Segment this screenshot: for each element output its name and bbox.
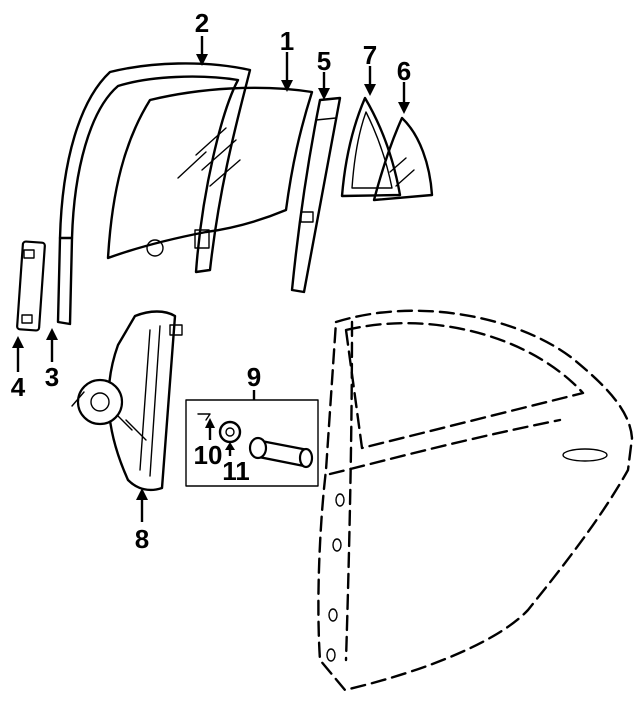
callout-5: 5	[317, 46, 331, 76]
callout-labels: 1 2 3 4 5 6 7 8 9 10 11	[11, 8, 411, 554]
quarter-glass	[372, 116, 434, 202]
guide-bracket	[16, 240, 46, 332]
callout-1: 1	[280, 26, 294, 56]
glass-run-channel	[56, 62, 252, 326]
leader-lines	[12, 36, 410, 522]
door-handle-recess	[562, 448, 608, 462]
callout-7: 7	[363, 40, 377, 70]
quarter-glass-frame	[340, 96, 402, 198]
rear-door-shell	[317, 309, 634, 692]
callout-10: 10	[194, 440, 223, 470]
callout-9: 9	[247, 362, 261, 392]
handle-kit-box	[185, 399, 319, 487]
callout-8: 8	[135, 524, 149, 554]
regulator-motor	[76, 378, 124, 426]
window-regulator	[71, 310, 183, 492]
callout-3: 3	[45, 362, 59, 392]
center-sash-channel	[290, 96, 342, 294]
door-glass	[106, 86, 314, 260]
callout-2: 2	[195, 8, 209, 38]
callout-4: 4	[11, 372, 26, 402]
callout-11: 11	[222, 456, 250, 486]
callout-6: 6	[397, 56, 411, 86]
